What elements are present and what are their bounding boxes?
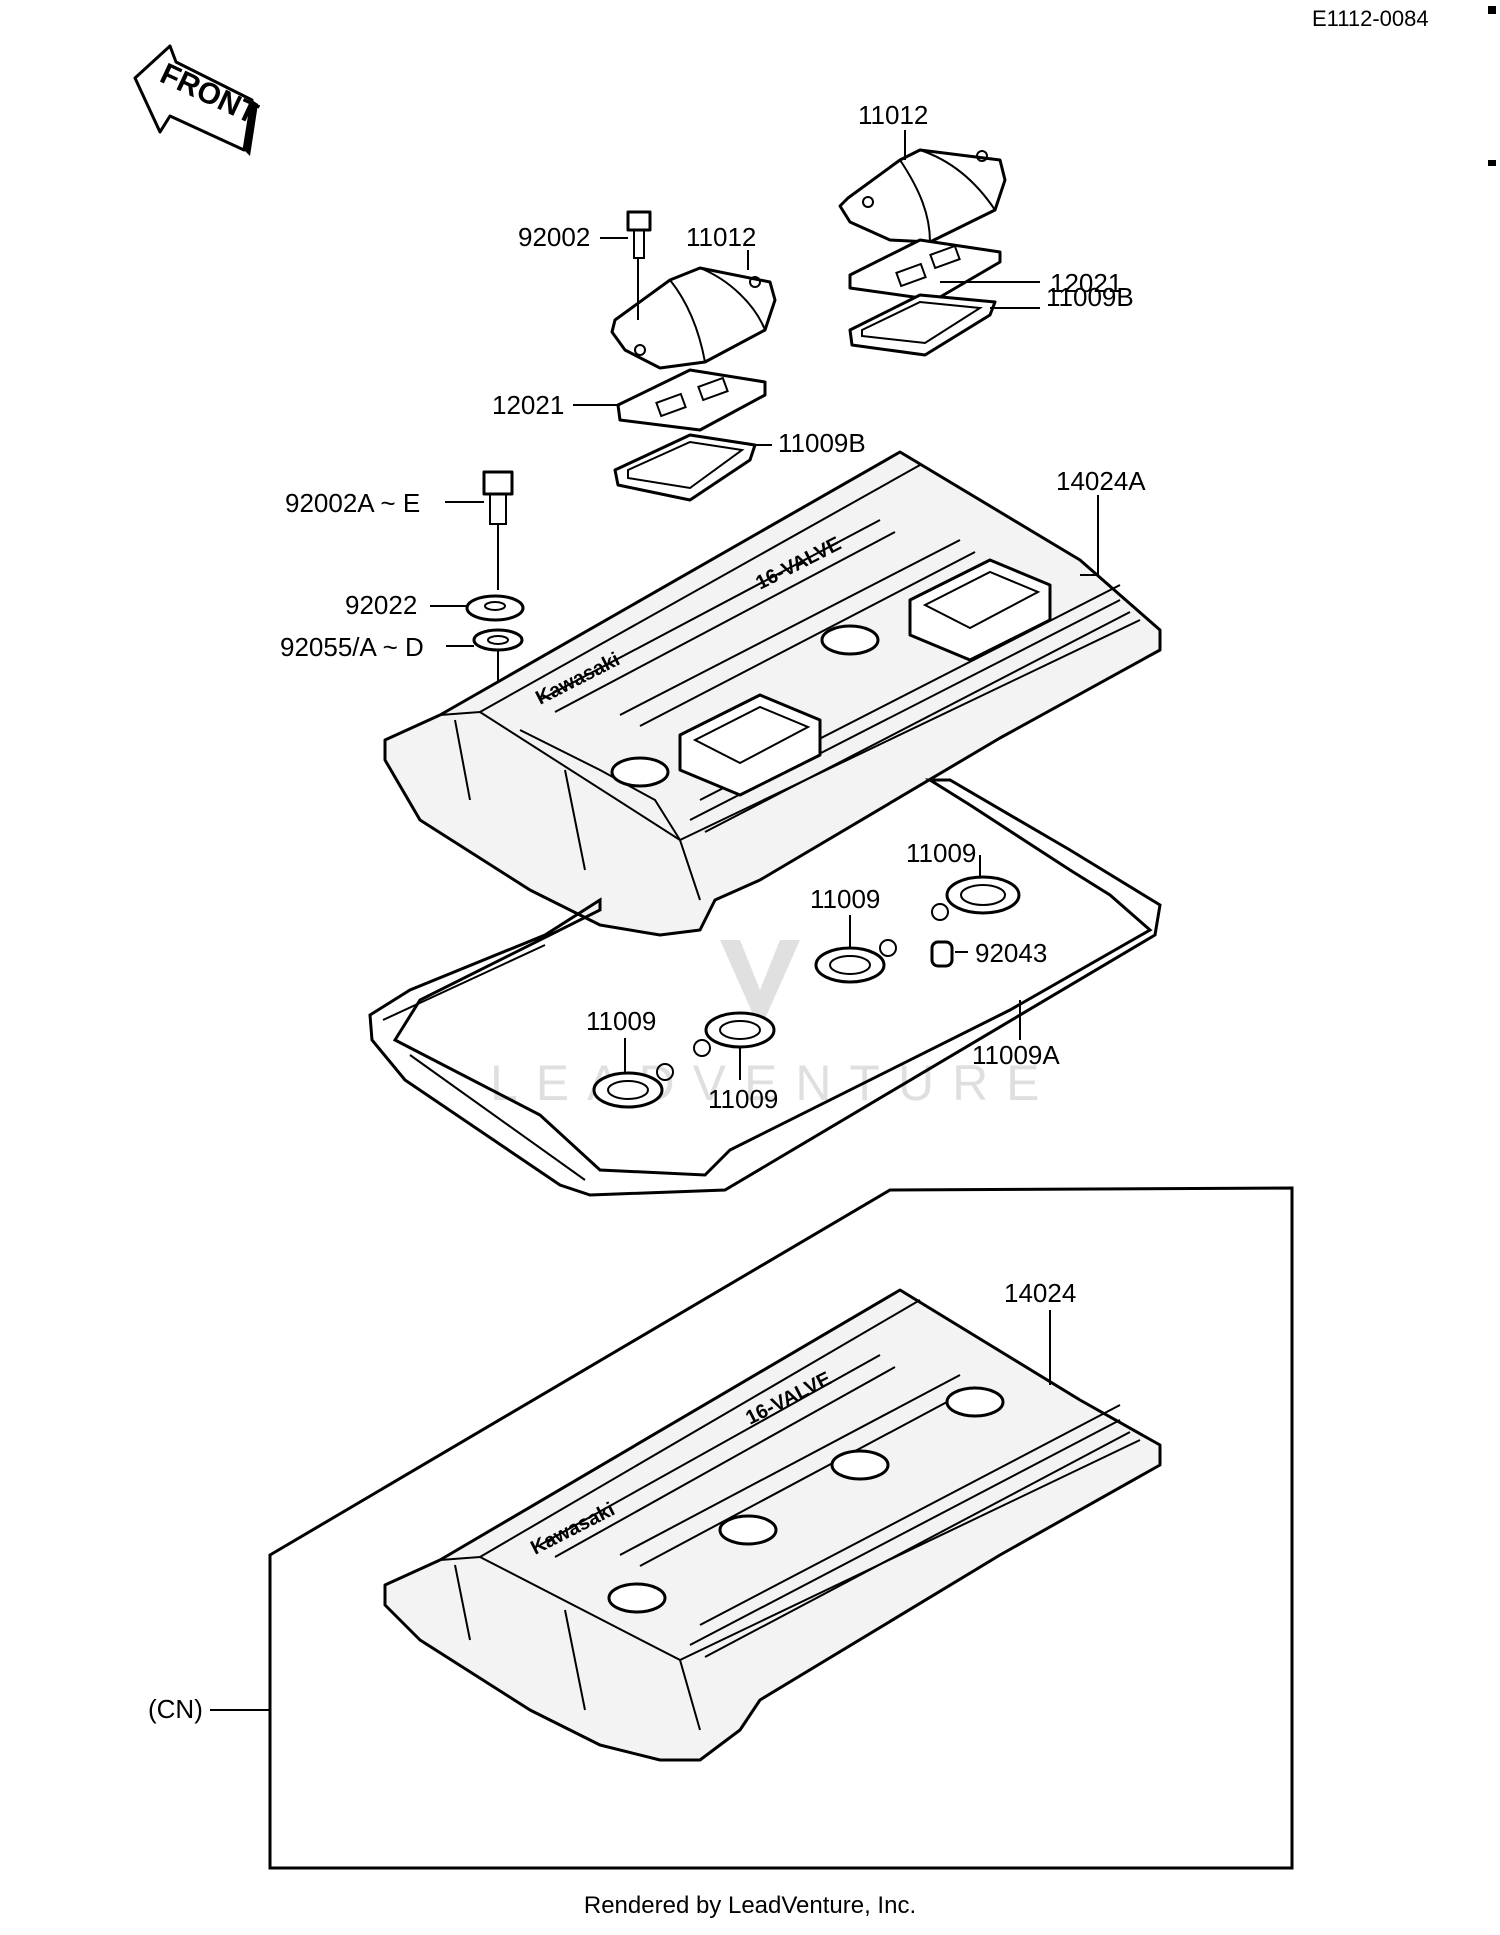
gasket-11009A xyxy=(368,778,1162,1197)
breather-gasket-right xyxy=(848,293,997,357)
label-11009B-right: 11009B xyxy=(1046,282,1134,312)
watermark: LEADVENTURE xyxy=(490,940,1058,1111)
bolt-92002 xyxy=(626,210,652,259)
label-11009-1: 11009 xyxy=(906,838,976,868)
corner-mark xyxy=(1488,160,1496,166)
washer-92055 xyxy=(472,628,524,652)
breather-cover-right xyxy=(838,148,1007,244)
head-cover-14024: Kawasaki 16-VALVE xyxy=(383,1288,1162,1762)
part-labels: 11012 92002 11012 12021 11009B 12021 110… xyxy=(148,100,1146,1724)
label-11009-3: 11009 xyxy=(586,1006,656,1036)
label-11012-right: 11012 xyxy=(858,100,928,130)
svg-text:LEADVENTURE: LEADVENTURE xyxy=(490,1055,1058,1111)
front-arrow-icon: FRONT xyxy=(133,44,263,156)
breather-plate-right xyxy=(848,238,1002,302)
label-14024: 14024 xyxy=(1004,1278,1076,1308)
label-11009-2: 11009 xyxy=(810,884,880,914)
breather-gasket-left xyxy=(613,433,757,502)
breather-plate-left xyxy=(616,368,767,432)
grommet-92022 xyxy=(465,594,525,622)
label-12021-left: 12021 xyxy=(492,390,564,420)
label-11009A: 11009A xyxy=(972,1040,1060,1070)
label-14024A: 14024A xyxy=(1056,466,1146,496)
breather-cover-left xyxy=(610,266,777,370)
head-cover-14024A: Kawasaki 16-VALVE xyxy=(383,450,1162,937)
seal-11009-4 xyxy=(592,1063,674,1109)
dowel-92043 xyxy=(930,940,954,968)
seal-11009-1 xyxy=(931,875,1021,921)
label-92043: 92043 xyxy=(975,938,1047,968)
cn-box xyxy=(268,1186,1294,1870)
label-92055: 92055/A ~ D xyxy=(280,632,424,662)
label-11009-4: 11009 xyxy=(708,1084,778,1114)
label-92002A-E: 92002A ~ E xyxy=(285,488,420,518)
label-92002: 92002 xyxy=(518,222,590,252)
footer-credit: Rendered by LeadVenture, Inc. xyxy=(583,1892,917,1919)
corner-mark xyxy=(1488,6,1496,14)
diagram-id: E1112-0084 xyxy=(1312,6,1429,31)
label-12021-right: 12021 xyxy=(1050,268,1122,298)
bolt-92002A xyxy=(482,470,514,525)
label-11012-left: 11012 xyxy=(686,222,756,252)
seal-11009-3 xyxy=(693,1011,776,1057)
leader-lines xyxy=(210,130,1099,1711)
label-92022: 92022 xyxy=(345,590,417,620)
label-11009B-left: 11009B xyxy=(778,428,866,458)
seal-11009-2 xyxy=(814,939,897,984)
label-CN: (CN) xyxy=(148,1694,203,1724)
